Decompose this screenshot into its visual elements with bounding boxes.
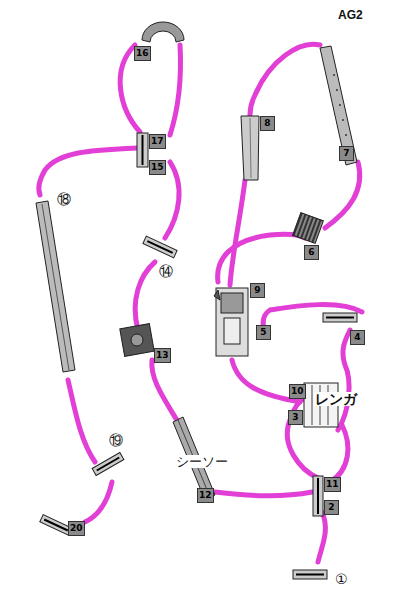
callout-number: 10 — [289, 384, 306, 399]
obstacle-name: レンガ — [314, 392, 358, 406]
callout-number: 5 — [256, 325, 271, 340]
callout-number: 15 — [149, 160, 166, 175]
callout-number: 11 — [324, 477, 341, 492]
callout-number: ⑱ — [56, 192, 72, 206]
callout-number: 2 — [324, 500, 339, 515]
callout-number: ⑭ — [158, 264, 174, 278]
callout-number: 20 — [68, 521, 85, 536]
course-path — [39, 44, 362, 562]
callout-number: 7 — [339, 146, 354, 161]
callout-number: 16 — [134, 46, 151, 61]
callout-number: 12 — [197, 488, 214, 503]
callout-number: 8 — [260, 116, 275, 131]
callout-number: 4 — [350, 330, 365, 345]
callout-number: 9 — [250, 283, 265, 298]
callout-number: 3 — [288, 410, 303, 425]
callout-number: 6 — [304, 245, 319, 260]
callout-number: ⑲ — [108, 433, 124, 447]
obstacles — [36, 22, 357, 579]
callout-number: 13 — [154, 348, 171, 363]
callout-number: ① — [334, 572, 349, 586]
obstacle-name: シーソー — [175, 455, 229, 468]
callout-number: 17 — [149, 134, 166, 149]
map-title: AG2 — [338, 9, 363, 21]
